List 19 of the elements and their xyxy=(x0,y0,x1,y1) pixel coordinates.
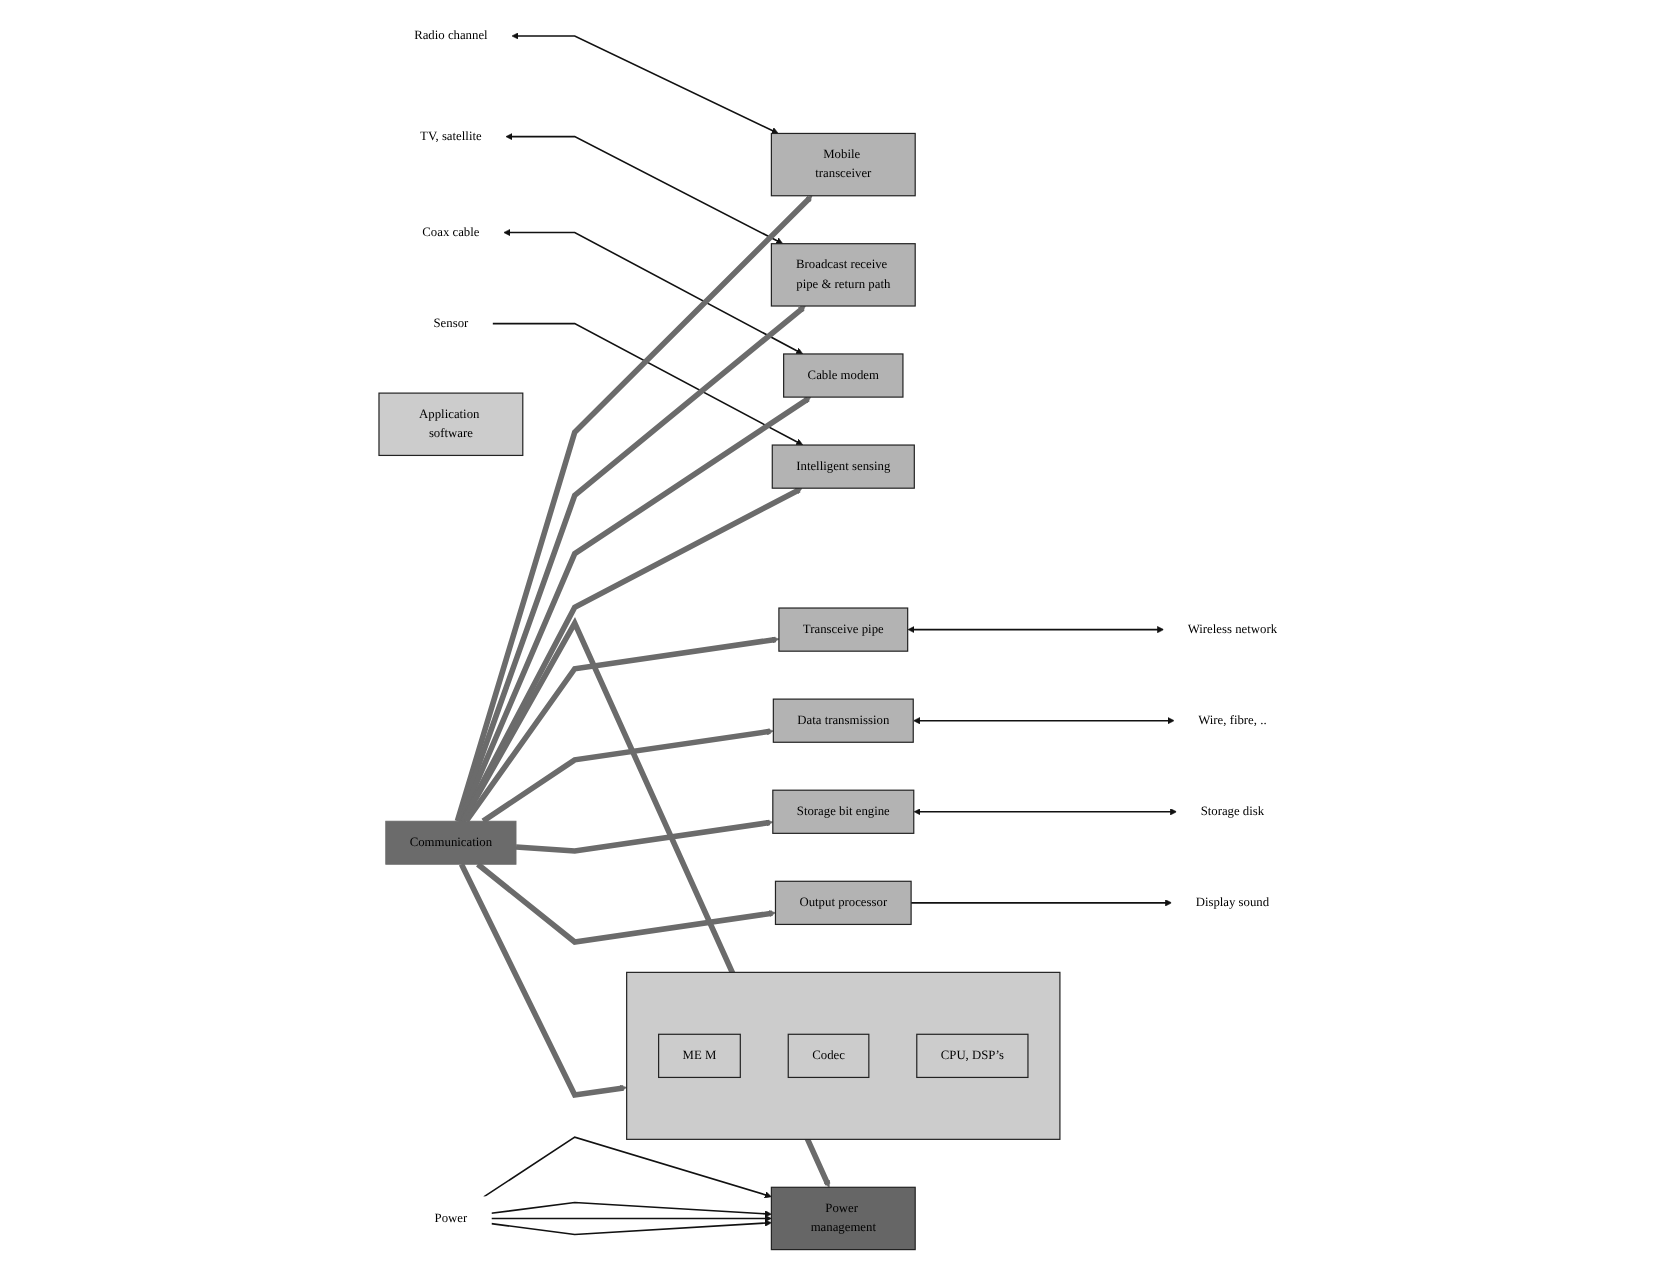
arrow xyxy=(913,717,1175,725)
arrow xyxy=(913,808,1177,816)
arrow xyxy=(907,626,1165,634)
arrow xyxy=(458,863,627,1099)
arrow xyxy=(490,1201,772,1218)
arrow xyxy=(454,195,813,822)
arrow xyxy=(491,322,804,446)
arrow xyxy=(463,636,780,823)
cluster xyxy=(626,971,1061,1140)
arrow xyxy=(490,1219,772,1236)
arrow xyxy=(482,1136,772,1199)
arrow xyxy=(910,899,1172,907)
arrow xyxy=(505,133,784,244)
arrow xyxy=(490,1214,772,1222)
arrow xyxy=(515,819,774,854)
arrow xyxy=(511,32,779,134)
arrow xyxy=(476,862,776,945)
arrow xyxy=(503,229,804,355)
arrow xyxy=(481,728,774,824)
